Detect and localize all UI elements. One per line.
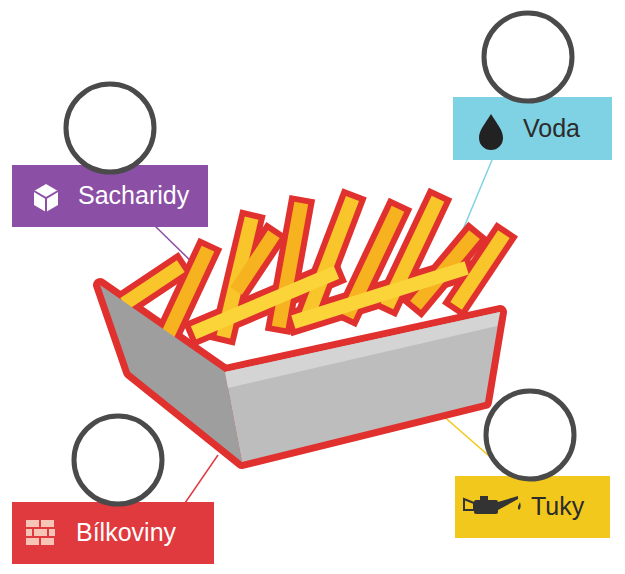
label-box: Tuky [455,476,610,538]
label-text: Bílkoviny [76,519,176,547]
tray-front [225,312,500,462]
label-text: Voda [523,115,580,143]
label-box: Sacharidy [12,165,208,227]
label-text: Tuky [531,493,584,521]
empty-circle [484,13,572,101]
label-box: Voda [453,97,612,160]
tray-side [100,285,242,462]
empty-circle [74,416,162,504]
empty-circle [66,84,154,172]
leader-line [462,160,492,232]
label-text: Sacharidy [78,182,189,210]
tray-outline [100,285,500,462]
leader-line [185,455,218,503]
tray-rim [225,312,500,388]
empty-circle [486,391,574,479]
label-box: Bílkoviny [12,502,214,564]
